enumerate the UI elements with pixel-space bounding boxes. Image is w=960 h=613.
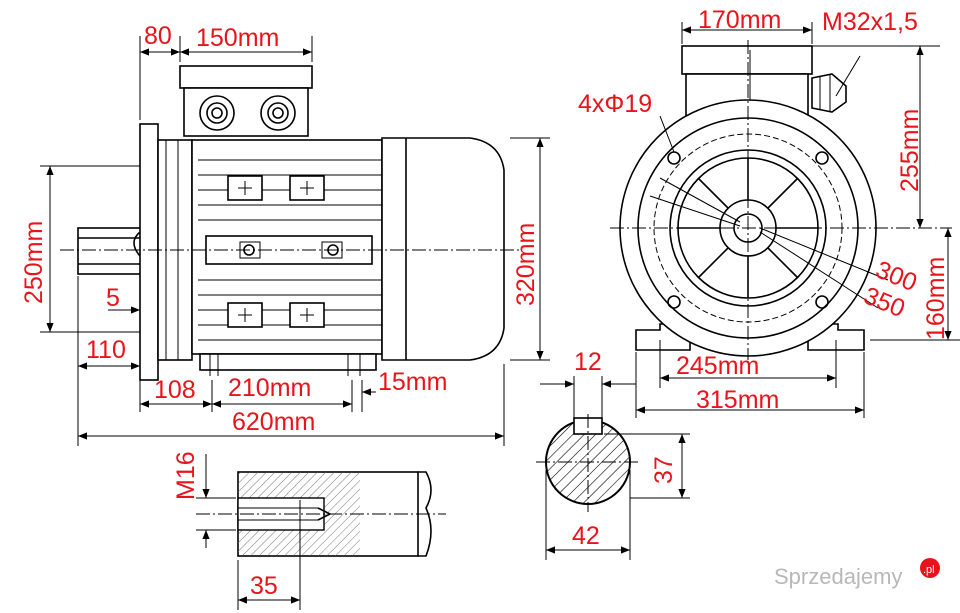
feet [199, 353, 377, 371]
watermark-text: Sprzedajemy [774, 564, 902, 589]
dim-key-width: 12 [574, 348, 602, 376]
dim-flange-offset: 80 [144, 22, 172, 50]
side-view: 80 150mm 250mm 5 110 108 210mm 15mm 620m… [20, 22, 550, 446]
dim-spigot: 5 [106, 284, 120, 312]
dim-shaft-diameter: 42 [572, 522, 600, 550]
dim-foot-spacing: 210mm [228, 374, 311, 402]
shaft-section: 12 37 42 [536, 348, 690, 560]
front-terminal-box [681, 45, 813, 75]
dim-thread: M16 [172, 451, 200, 500]
front-view: 170mm M32x1,5 4xΦ19 255mm 300 350 160mm … [578, 6, 960, 418]
dim-foot-width: 15mm [378, 368, 447, 396]
dim-flange-diameter: 250mm [20, 221, 48, 304]
watermark: Sprzedajemy .pl [774, 558, 940, 589]
dim-box-height: 255mm [896, 109, 924, 192]
flange-plate [139, 123, 159, 381]
dim-front-box-width: 170mm [698, 6, 781, 34]
shaft-detail: M16 35 [172, 451, 446, 610]
dim-thread-depth: 35 [250, 572, 278, 600]
dim-base-offset: 108 [154, 376, 196, 404]
terminal-box [179, 65, 313, 89]
dim-hole-count: 4xΦ19 [578, 90, 652, 118]
side-dimension-lines [40, 36, 550, 446]
dim-key-height: 37 [650, 456, 678, 484]
dim-shaft-height: 160mm [922, 257, 950, 340]
dim-base-width: 315mm [696, 386, 779, 414]
dim-foot-holes: 245mm [676, 352, 759, 380]
dim-cable-gland: M32x1,5 [822, 8, 918, 36]
dim-box-width: 150mm [196, 24, 279, 52]
dim-total-length: 620mm [232, 408, 315, 436]
front-dimension-lines [635, 22, 960, 418]
watermark-suffix: .pl [923, 564, 935, 576]
fan-cover [381, 137, 505, 361]
dim-shaft-length: 110 [86, 336, 126, 364]
dim-height: 320mm [512, 223, 540, 306]
